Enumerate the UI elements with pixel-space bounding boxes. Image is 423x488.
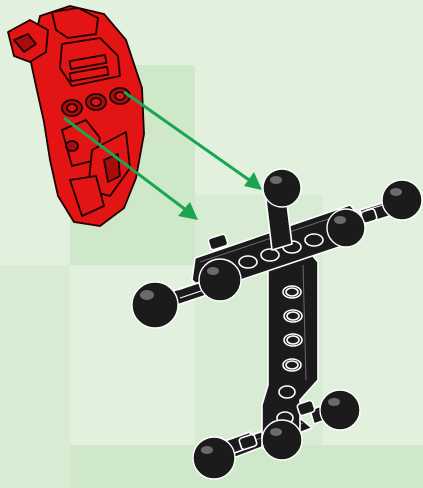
ball-joint-left-foot <box>192 436 236 480</box>
ball-joint-right-foot <box>261 419 303 461</box>
ball-joint-right-hand <box>381 179 423 221</box>
ball-joint-right-shoulder <box>326 208 366 248</box>
ball-joint-left-hand <box>131 281 179 329</box>
assembly-arrows <box>63 90 262 220</box>
shell-piece-icon <box>7 5 145 227</box>
arrow-upper <box>123 90 262 190</box>
arrow-lower <box>63 116 198 220</box>
ball-joints <box>131 168 423 480</box>
spine-holes <box>285 287 300 370</box>
ball-joint-left-shoulder <box>198 258 242 302</box>
ball-joint-head <box>262 168 302 208</box>
ball-joint-right-hip <box>319 389 361 431</box>
